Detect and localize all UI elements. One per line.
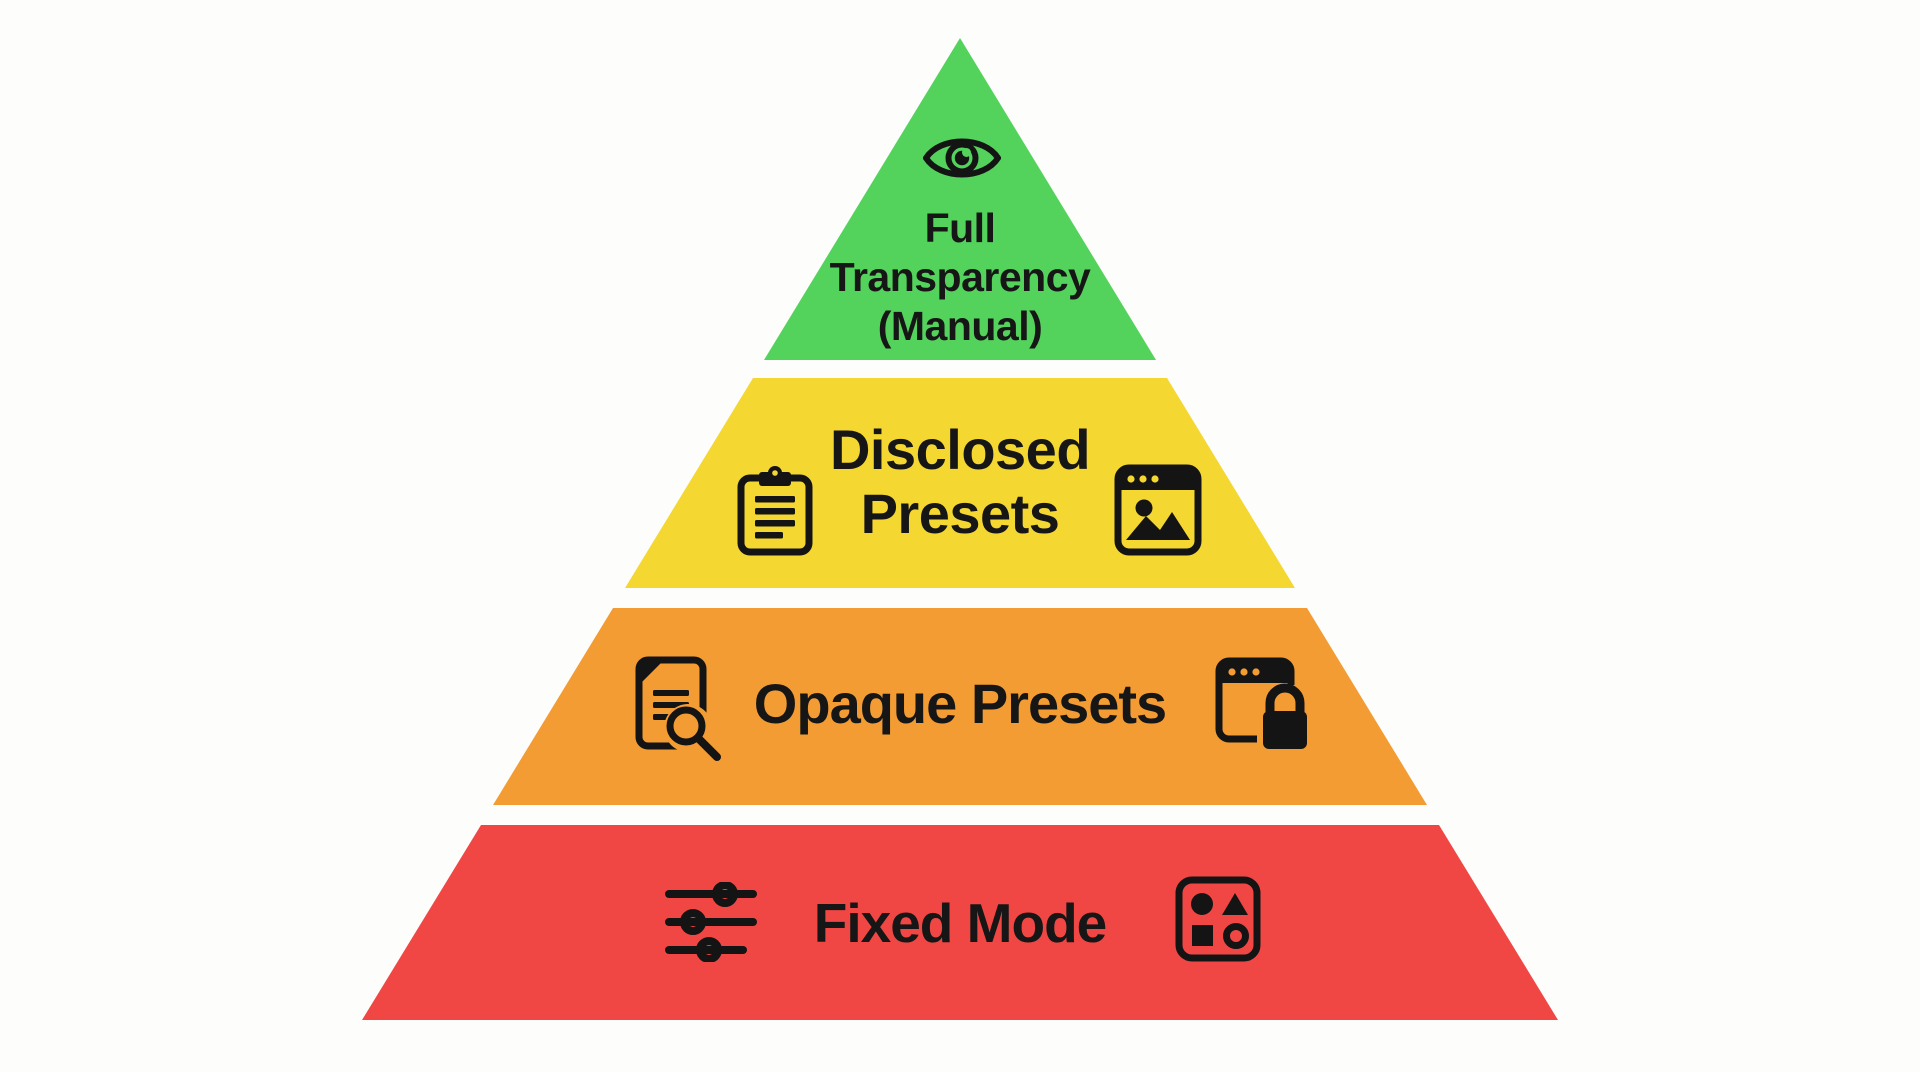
tier-disclosed-presets-shape	[625, 378, 1295, 588]
tier4-label-line1: Fixed Mode	[813, 892, 1108, 954]
eye-icon	[922, 131, 1002, 190]
tier-full-transparency-shape	[764, 38, 1156, 360]
slider-knob	[680, 909, 706, 935]
tier-label-full-transparency: Full Transparency (Manual)	[760, 204, 1160, 351]
tier1-label-line1: Full	[924, 205, 996, 251]
window-dot	[1127, 475, 1135, 483]
tier2-label-line2: Presets	[860, 482, 1060, 545]
window-dot	[1240, 668, 1248, 676]
tier-label-fixed-mode: Fixed Mode	[710, 893, 1210, 953]
window-dot	[1252, 668, 1260, 676]
clipboard-icon	[734, 462, 816, 563]
window-image-icon	[1114, 464, 1202, 561]
slider-knob	[696, 937, 722, 963]
tier1-label-line3: (Manual)	[877, 303, 1043, 349]
window-lock-icon	[1213, 657, 1313, 762]
tier2-label-line1: Disclosed	[829, 418, 1091, 481]
clipboard-clip-hole	[772, 470, 778, 476]
document-search-icon	[625, 654, 723, 767]
sliders-icon	[665, 881, 757, 967]
eye-pupil-notch	[962, 148, 971, 157]
window-dot	[1228, 668, 1236, 676]
tier-label-opaque-presets: Opaque Presets	[660, 674, 1260, 734]
window-dot	[1139, 475, 1147, 483]
shapes-icon	[1174, 875, 1262, 968]
tier-opaque-presets-shape	[493, 608, 1427, 805]
slider-knob	[712, 881, 738, 907]
window-dot	[1151, 475, 1159, 483]
tier-fixed-mode-shape	[362, 825, 1558, 1020]
tier-label-disclosed-presets: Disclosed Presets	[710, 418, 1210, 546]
tier3-label-line1: Opaque Presets	[753, 672, 1167, 735]
tier1-label-line2: Transparency	[829, 254, 1091, 300]
